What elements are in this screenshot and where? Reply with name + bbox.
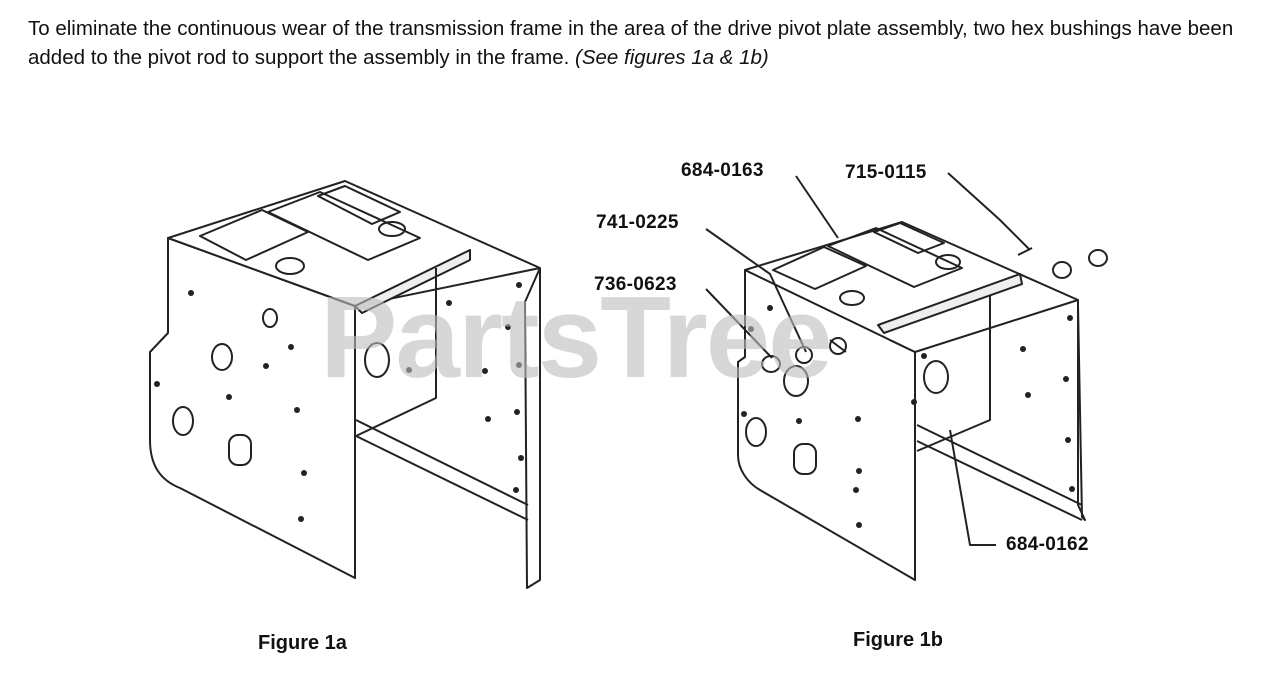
callout-684-0163: 684-0163 <box>681 160 764 181</box>
callout-715-0115: 715-0115 <box>845 162 927 183</box>
figure-1a-caption: Figure 1a <box>258 632 347 654</box>
intro-paragraph: To eliminate the continuous wear of the … <box>28 14 1268 72</box>
figure-1a-drawing <box>149 180 541 589</box>
callout-741-0225: 741-0225 <box>596 212 679 233</box>
figure-1b-caption: Figure 1b <box>853 629 944 651</box>
callout-684-0162: 684-0162 <box>1006 534 1089 555</box>
watermark: PartsTree <box>320 272 833 402</box>
callout-736-0623: 736-0623 <box>594 274 677 295</box>
figure-reference: (See figures 1a & 1b) <box>575 46 769 69</box>
intro-text: To eliminate the continuous wear of the … <box>28 17 1234 69</box>
